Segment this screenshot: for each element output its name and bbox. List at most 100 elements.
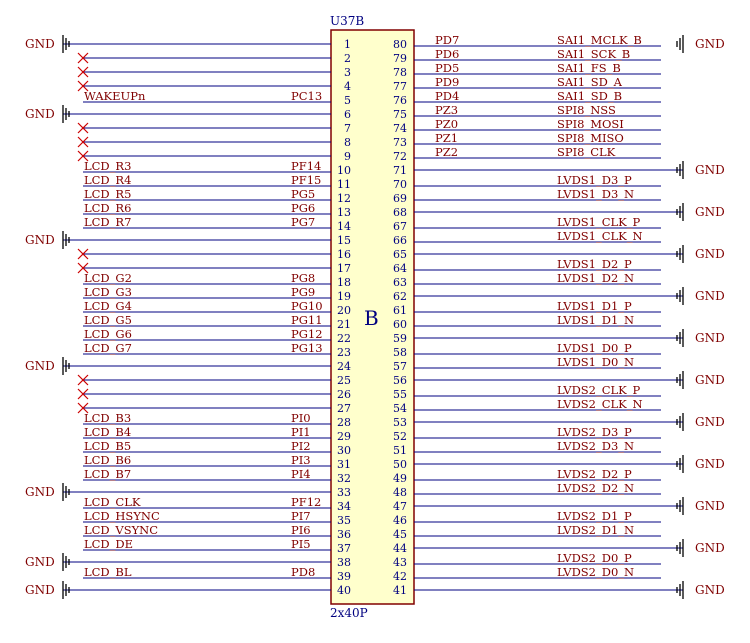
pin-number: 59	[393, 332, 407, 345]
pin-number: 1	[344, 38, 351, 51]
net-label: LVDS2_D2_P	[557, 467, 632, 481]
gnd-symbol-right: GND	[676, 455, 725, 473]
pin-number: 53	[393, 416, 407, 429]
pin-number: 64	[393, 262, 407, 275]
port-label: PI1	[291, 425, 311, 439]
no-connect-mark	[77, 374, 89, 386]
port-label: PD5	[435, 61, 459, 75]
no-connect-mark	[77, 262, 89, 274]
net-label: SPI8_CLK	[557, 145, 616, 159]
gnd-symbol-left: GND	[25, 553, 70, 571]
port-label: PI2	[291, 439, 311, 453]
port-label: PI0	[291, 411, 311, 425]
no-connect-mark	[77, 388, 89, 400]
no-connect-mark	[77, 66, 89, 78]
pin-number: 26	[337, 388, 351, 401]
gnd-symbol-right: GND	[676, 581, 725, 599]
net-label: LVDS1_D3_P	[557, 173, 632, 187]
net-label: LCD_R6	[84, 201, 131, 215]
port-label: PI5	[291, 537, 311, 551]
pin-number: 55	[393, 388, 407, 401]
pin-number: 71	[393, 164, 407, 177]
component-package: 2x40P	[330, 606, 368, 620]
net-label: SPI8_MOSI	[557, 117, 624, 131]
gnd-symbol-left: GND	[25, 35, 70, 53]
pin-number: 61	[393, 304, 407, 317]
port-label: PI6	[291, 523, 311, 537]
gnd-label: GND	[695, 415, 725, 429]
pin-number: 9	[344, 150, 351, 163]
port-label: PI3	[291, 453, 311, 467]
port-label: PG9	[291, 285, 315, 299]
port-label: PI7	[291, 509, 311, 523]
pin-number: 42	[393, 570, 407, 583]
gnd-symbol-right: GND	[676, 329, 725, 347]
pin-number: 20	[337, 304, 351, 317]
net-label: WAKEUPn	[84, 89, 146, 103]
gnd-symbol-left: GND	[25, 231, 70, 249]
no-connect-mark	[77, 122, 89, 134]
gnd-label: GND	[25, 555, 55, 569]
gnd-symbol-right: GND	[676, 371, 725, 389]
pin-number: 5	[344, 94, 351, 107]
gnd-symbol-left: GND	[25, 581, 70, 599]
net-label: LCD_B3	[84, 411, 131, 425]
pin-number: 49	[393, 472, 407, 485]
port-label: PD9	[435, 75, 459, 89]
net-label: LCD_BL	[84, 565, 132, 579]
pin-number: 47	[393, 500, 407, 513]
gnd-label: GND	[25, 37, 55, 51]
gnd-symbol-left: GND	[25, 357, 70, 375]
gnd-label: GND	[695, 583, 725, 597]
pin-number: 45	[393, 528, 407, 541]
net-label: SAI1_SCK_B	[557, 47, 630, 61]
net-label: LCD_G2	[84, 271, 132, 285]
pin-number: 50	[393, 458, 407, 471]
net-label: LVDS2_D2_N	[557, 481, 634, 495]
gnd-label: GND	[695, 457, 725, 471]
port-label: PG6	[291, 201, 315, 215]
net-label: LVDS2_D0_N	[557, 565, 634, 579]
pin-number: 2	[344, 52, 351, 65]
pin-number: 74	[393, 122, 407, 135]
net-label: LVDS2_CLK_P	[557, 383, 641, 397]
net-label: LCD_R3	[84, 159, 131, 173]
pin-number: 44	[393, 542, 407, 555]
gnd-symbol-right: GND	[676, 413, 725, 431]
pin-number: 70	[393, 178, 407, 191]
pin-number: 76	[393, 94, 407, 107]
port-label: PG13	[291, 341, 323, 355]
pin-number: 29	[337, 430, 351, 443]
net-label: LCD_HSYNC	[84, 509, 160, 523]
pin-number: 63	[393, 276, 407, 289]
gnd-label: GND	[25, 583, 55, 597]
connector-body	[330, 29, 415, 605]
gnd-label: GND	[25, 359, 55, 373]
pin-number: 67	[393, 220, 407, 233]
port-label: PF15	[291, 173, 321, 187]
net-label: LCD_G3	[84, 285, 132, 299]
pin-number: 31	[337, 458, 351, 471]
net-label: SAI1_FS_B	[557, 61, 621, 75]
net-label: LCD_G5	[84, 313, 132, 327]
net-label: SAI1_MCLK_B	[557, 33, 642, 47]
port-label: PD7	[435, 33, 459, 47]
gnd-label: GND	[695, 163, 725, 177]
net-label: LCD_B6	[84, 453, 131, 467]
gnd-label: GND	[695, 373, 725, 387]
pin-number: 54	[393, 402, 407, 415]
net-label: LVDS2_CLK_N	[557, 397, 643, 411]
pin-number: 24	[337, 360, 351, 373]
pin-number: 36	[337, 528, 351, 541]
port-label: PC13	[291, 89, 322, 103]
port-label: PZ2	[435, 145, 458, 159]
pin-number: 17	[337, 262, 351, 275]
pin-number: 52	[393, 430, 407, 443]
pin-number: 65	[393, 248, 407, 261]
gnd-label: GND	[25, 233, 55, 247]
pin-number: 33	[337, 486, 351, 499]
net-label: LCD_CLK	[84, 495, 141, 509]
net-label: LVDS2_D3_N	[557, 439, 634, 453]
port-label: PG7	[291, 215, 315, 229]
